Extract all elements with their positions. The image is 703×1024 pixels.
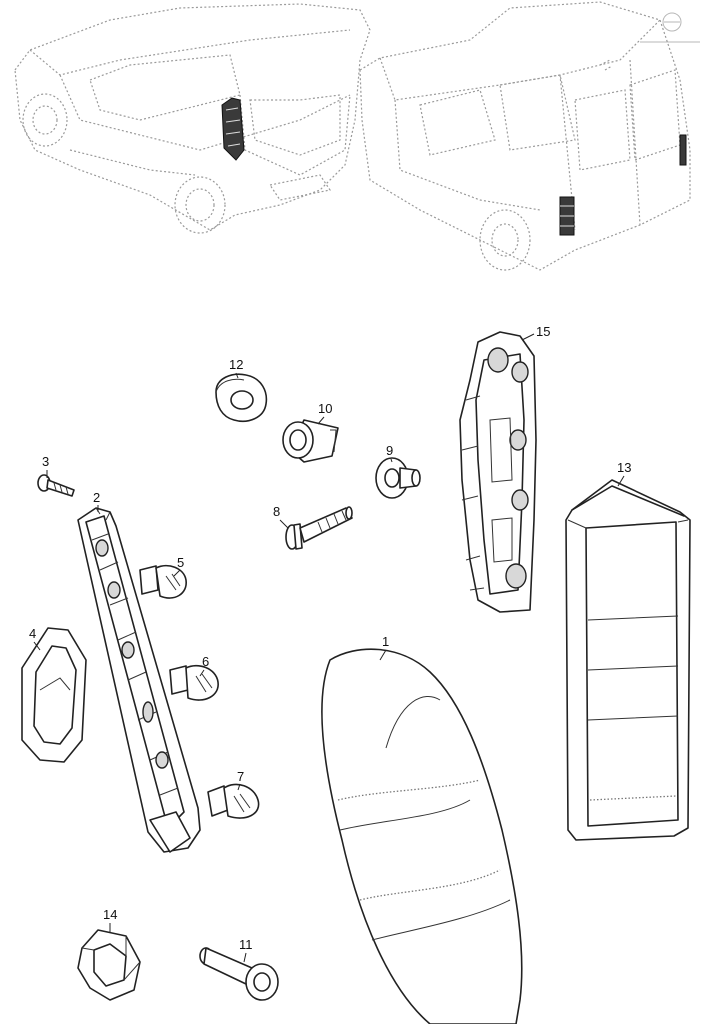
callout-1: 1 — [382, 634, 389, 649]
callout-4: 4 — [29, 626, 36, 641]
callout-5: 5 — [177, 555, 184, 570]
part-2-bulb-holder — [77, 507, 201, 853]
lamp-location-marker — [221, 97, 245, 161]
vehicle-van-illustration — [359, 1, 691, 271]
part-9-clip — [375, 457, 421, 499]
callout-labels: 1 2 3 4 5 6 7 8 9 10 11 12 13 14 15 — [29, 324, 631, 963]
callout-7: 7 — [237, 769, 244, 784]
callout-3: 3 — [42, 454, 49, 469]
vehicle-hatchback-illustration — [14, 3, 371, 234]
callout-15: 15 — [536, 324, 550, 339]
part-12-grommet — [215, 373, 268, 422]
callout-12: 12 — [229, 357, 243, 372]
callout-13: 13 — [617, 460, 631, 475]
callout-6: 6 — [202, 654, 209, 669]
callout-8: 8 — [273, 504, 280, 519]
part-13-tail-lamp-van — [565, 479, 691, 841]
callout-10: 10 — [318, 401, 332, 416]
callout-11: 11 — [239, 937, 253, 952]
part-10-bush — [282, 419, 339, 463]
part-8-bolt — [285, 506, 353, 550]
part-1-tail-lamp-hatchback — [321, 648, 523, 1024]
callout-9: 9 — [386, 443, 393, 458]
part-11-pin — [199, 947, 279, 1001]
part-3-screw — [37, 474, 75, 497]
part-7-bulb — [207, 783, 260, 819]
part-6-bulb — [169, 664, 219, 701]
part-5-bulb — [139, 564, 187, 599]
part-15-bulb-carrier — [459, 331, 537, 613]
part-4-gasket — [21, 627, 87, 763]
brand-logo-icon — [640, 12, 700, 43]
callout-2: 2 — [93, 490, 100, 505]
part-14-connector — [77, 929, 141, 1001]
callout-14: 14 — [103, 907, 117, 922]
